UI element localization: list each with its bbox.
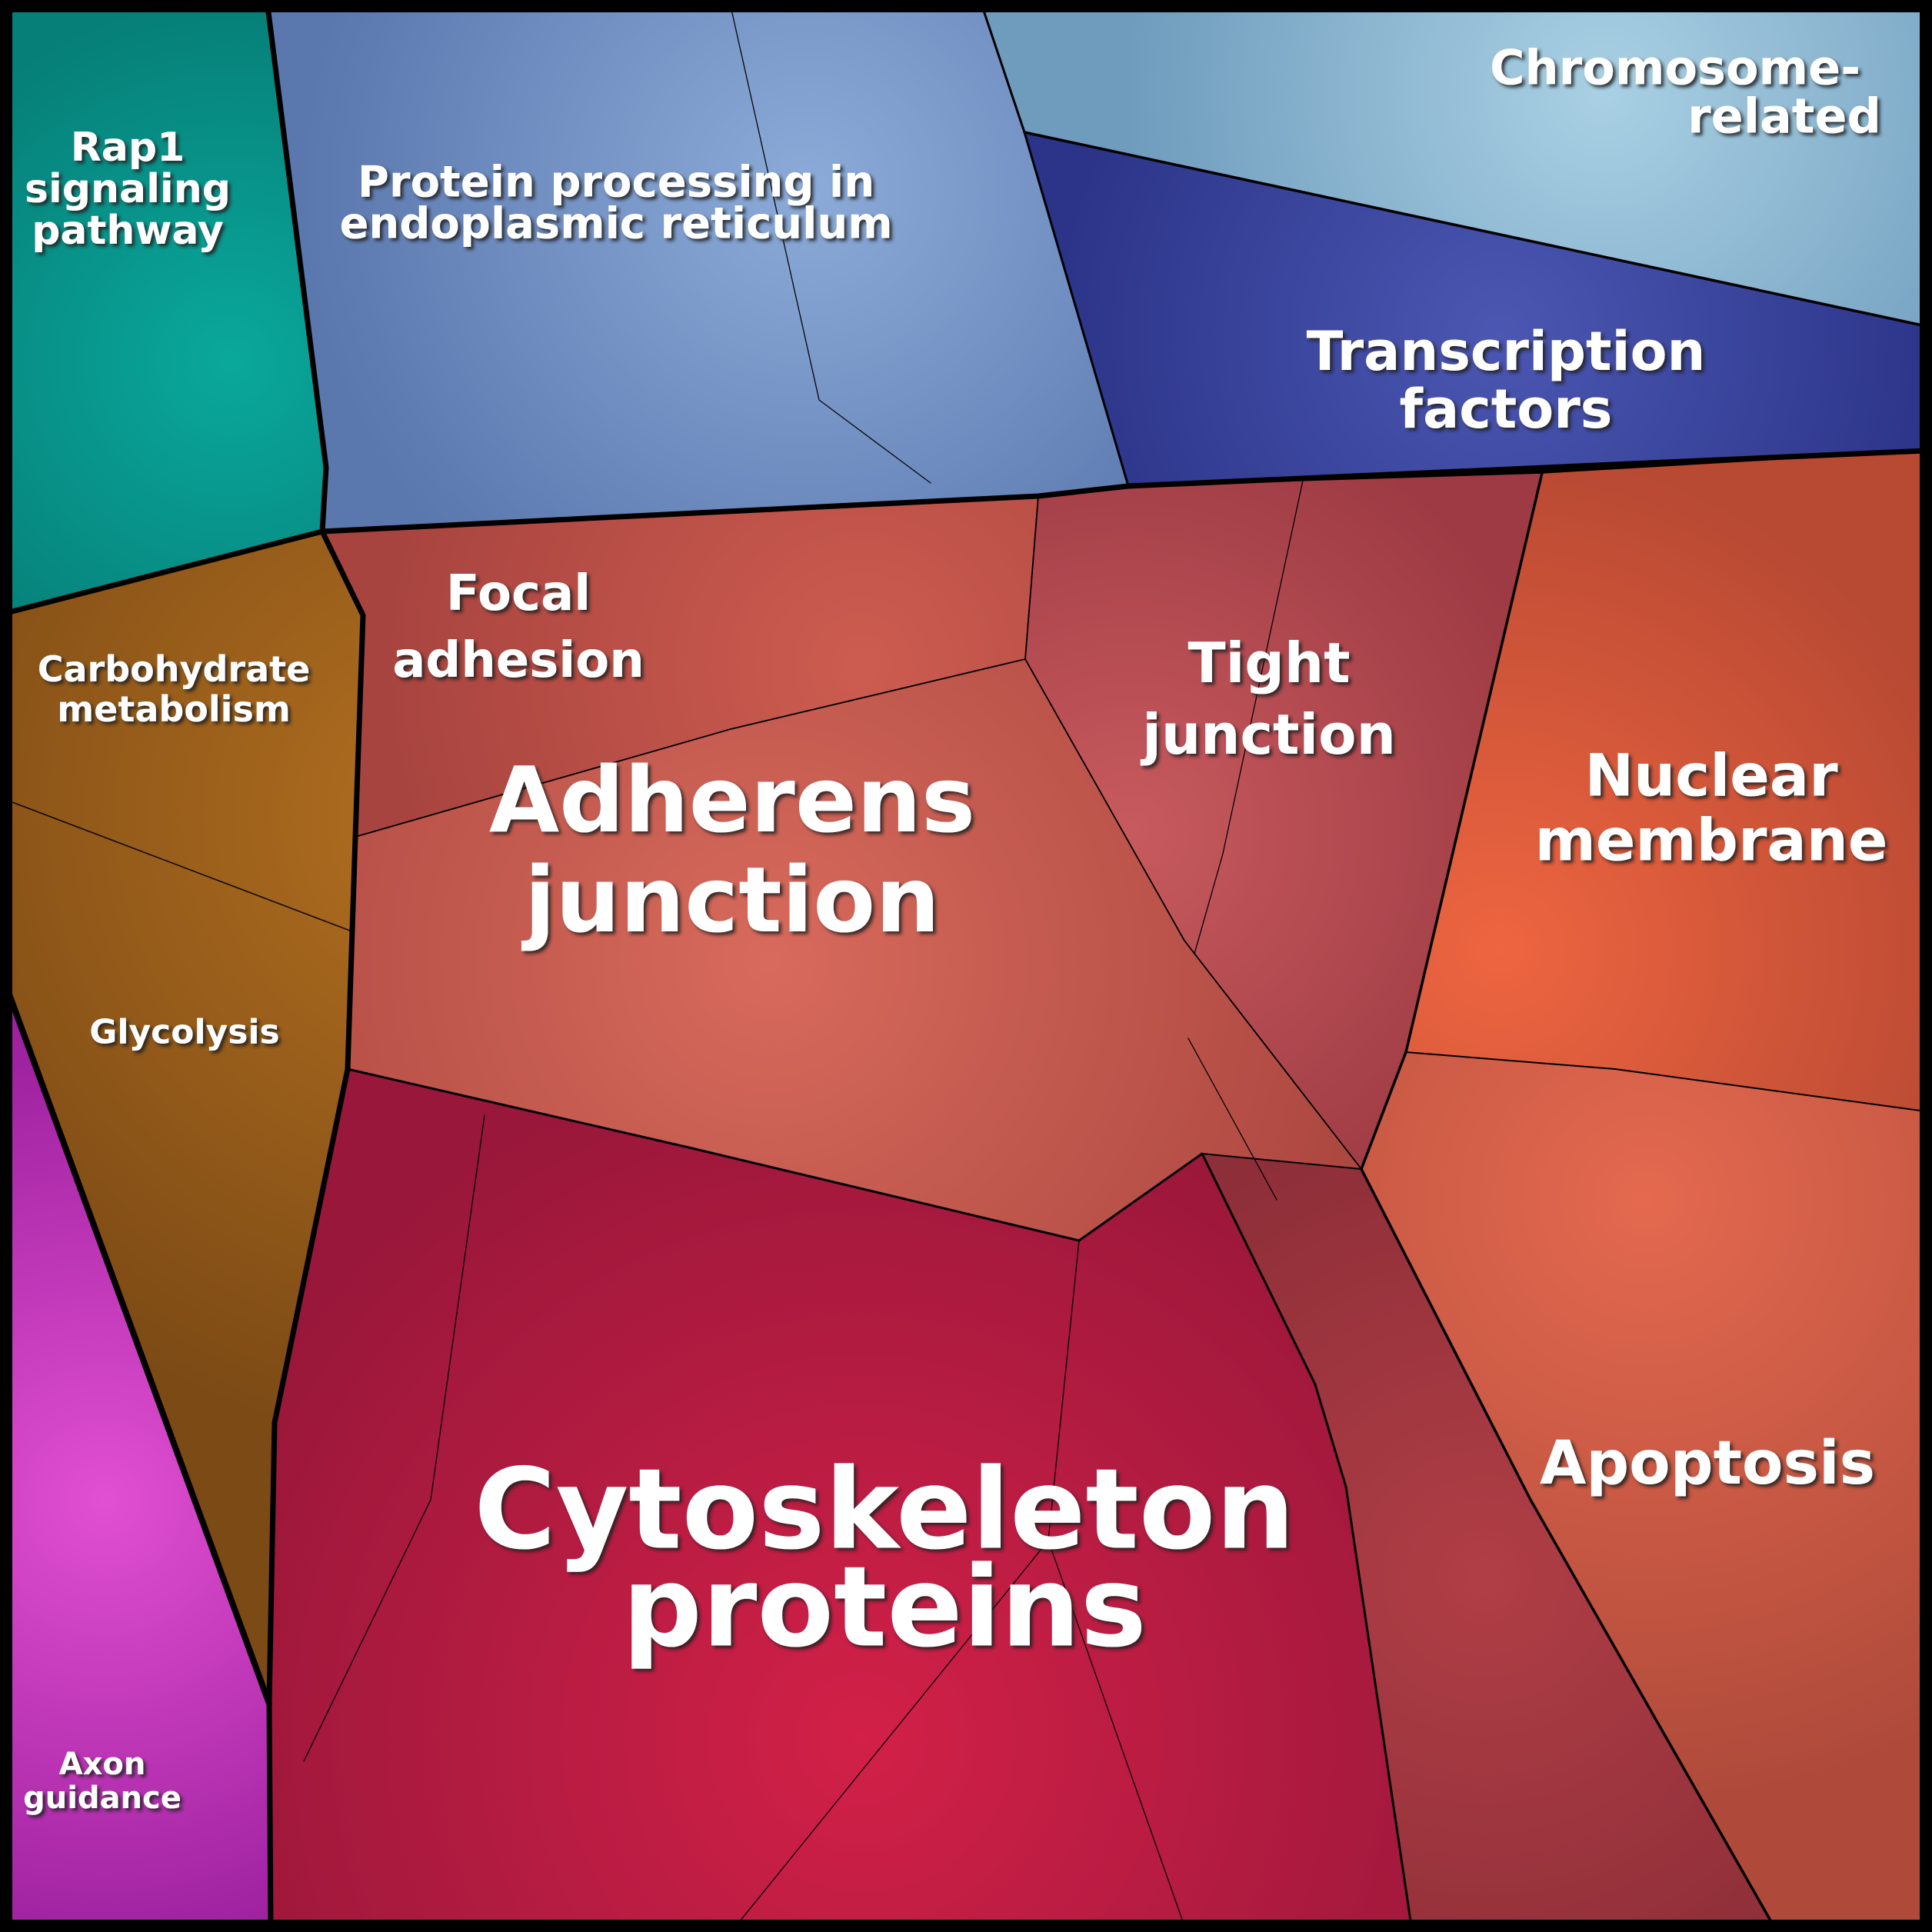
label-focal-line2: adhesion [392,632,645,689]
border-nuclear-apoptosis [1405,1051,1927,1112]
treemap-cells [5,5,1927,1927]
subcell-borders [5,5,1304,1927]
label-rap1-line3: pathway [32,208,224,254]
border-tight-subline [1194,476,1304,954]
cell-protein-processing-er[interactable] [267,5,1129,532]
label-nuclear-line2: membrane [1535,806,1888,874]
label-apoptosis: Apoptosis [1540,1429,1875,1498]
border-er-subline [730,5,931,484]
label-tf-line2: factors [1400,378,1613,441]
label-nuclear-line1: Nuclear [1584,741,1838,810]
border-er-chromosome [981,5,1026,134]
label-cyto-line1: Cytoskeleton [474,1445,1294,1575]
border-cyto-subline-1 [303,1114,485,1762]
label-axon-line1: Axon [59,1747,146,1782]
border-brown-red [266,528,366,1707]
border-axon-cyto [266,1700,274,1929]
border-carbohydrate-glycolysis [5,799,351,931]
label-er-line1: Protein processing in [358,158,874,208]
border-adherens-subline [1188,1038,1277,1201]
border-focal-tight [1024,495,1039,660]
label-glycolysis: Glycolysis [89,1013,279,1052]
border-chromosome-tf [1023,131,1927,328]
border-er-tf [1023,131,1130,488]
label-tight-line1: Tight [1188,631,1350,695]
border-brown-axon [3,983,272,1707]
label-chromosome-line1: Chromosome- [1490,40,1860,96]
label-adherens-line1: Adherens [489,747,975,853]
border-tight-adherens [1024,658,1362,1170]
label-er-line2: endoplasmic reticulum [339,199,892,249]
label-focal-line1: Focal [446,565,591,622]
label-adherens-line2: junction [521,847,940,953]
label-cyto-line2: proteins [622,1543,1147,1673]
border-adherens-subcell [1201,1153,1362,1170]
label-carbohydrate-line1: Carbohydrate [38,648,311,690]
label-rap1-line1: Rap1 [71,125,185,171]
border-apoptosis-left [1360,1168,1775,1927]
label-carbohydrate-line2: metabolism [57,688,291,730]
border-focal-adherens [355,658,1026,838]
border-cyto-subline-3 [1048,1540,1185,1927]
treemap-labels: Rap1 signaling pathway Protein processin… [23,40,1887,1817]
label-axon-line2: guidance [23,1780,182,1816]
label-rap1-line2: signaling [25,166,231,212]
border-tf-bottom [1125,448,1929,489]
border-rap1 [3,3,329,616]
label-tight-line2: junction [1140,702,1396,767]
border-adherens-cyto [346,1068,1204,1242]
border-cyto-subcell [1201,1152,1413,1927]
label-chromosome-line2: related [1687,88,1881,145]
label-tf-line1: Transcription [1307,320,1706,383]
